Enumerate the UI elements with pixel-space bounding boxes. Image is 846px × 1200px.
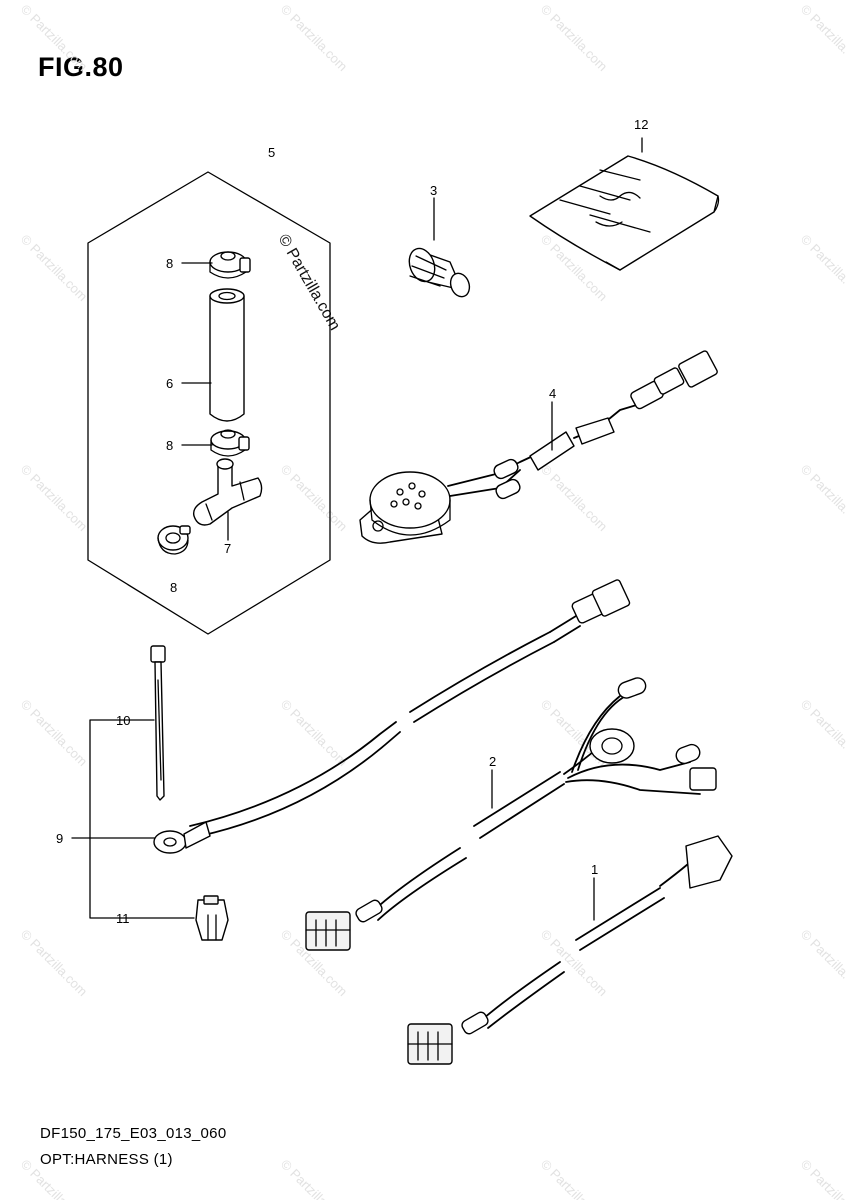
watermark-tile: © Partzilla.com [798, 232, 846, 305]
fuse [195, 895, 229, 941]
watermark-tiles: © Partzilla.com © Partzilla.com © Partzi… [18, 2, 846, 1200]
callout-label: 4 [549, 386, 556, 401]
watermark-tile: © Partzilla.com [18, 697, 91, 770]
callout-label: 11 [116, 911, 130, 926]
watermark-tile: © Partzilla.com [278, 1157, 351, 1200]
grommet-plug [408, 197, 471, 298]
callout-bracket [89, 719, 195, 919]
drawing-name: OPT:HARNESS (1) [40, 1151, 173, 1168]
hose-clamp-middle [210, 429, 250, 457]
main-harness [305, 677, 717, 951]
callout-label: 3 [430, 183, 437, 198]
callout-label: 7 [224, 541, 231, 556]
watermark-tile: © Partzilla.com [538, 1157, 611, 1200]
callout-label: 1 [591, 862, 598, 877]
watermark-tile: © Partzilla.com [18, 232, 91, 305]
drawing-code: DF150_175_E03_013_060 [40, 1125, 227, 1142]
hose-clamp-bottom [157, 525, 191, 555]
watermark-tile: © Partzilla.com [798, 697, 846, 770]
watermark-tile: © Partzilla.com [278, 462, 351, 535]
callout-label: 8 [170, 580, 177, 595]
watermark-tile: © Partzilla.com [18, 2, 91, 75]
watermark-tile: © Partzilla.com [798, 927, 846, 1000]
callout-label: 9 [56, 831, 63, 846]
adapter-harness [407, 835, 733, 1065]
cable-tie [150, 645, 166, 801]
callout-label: 10 [116, 713, 130, 728]
buzzer-harness [359, 350, 718, 544]
kit-outline [87, 171, 331, 635]
watermark-tile: © Partzilla.com [278, 2, 351, 75]
watermark-tile: © Partzilla.com [798, 1157, 846, 1200]
callout-label: 6 [166, 376, 173, 391]
callout-label: 8 [166, 256, 173, 271]
watermark-tile: © Partzilla.com [798, 462, 846, 535]
watermark-tile: © Partzilla.com [538, 2, 611, 75]
ground-wire [153, 579, 631, 854]
figure-title: FIG.80 [38, 52, 124, 82]
parts-bag [529, 137, 720, 271]
callout-label: 2 [489, 754, 496, 769]
watermark-tile: © Partzilla.com [278, 697, 351, 770]
watermark-tile: © Partzilla.com [18, 927, 91, 1000]
watermark-main: © Partzilla.com [275, 232, 344, 334]
callout-label: 8 [166, 438, 173, 453]
watermark-tile: © Partzilla.com [798, 2, 846, 75]
callout-label: 12 [634, 117, 648, 132]
hose-tube [209, 288, 245, 422]
watermark-tile: © Partzilla.com [538, 462, 611, 535]
hose-joint [192, 458, 263, 526]
hose-clamp-top [209, 251, 251, 279]
watermark-tile: © Partzilla.com [18, 462, 91, 535]
callout-label: 5 [268, 145, 275, 160]
